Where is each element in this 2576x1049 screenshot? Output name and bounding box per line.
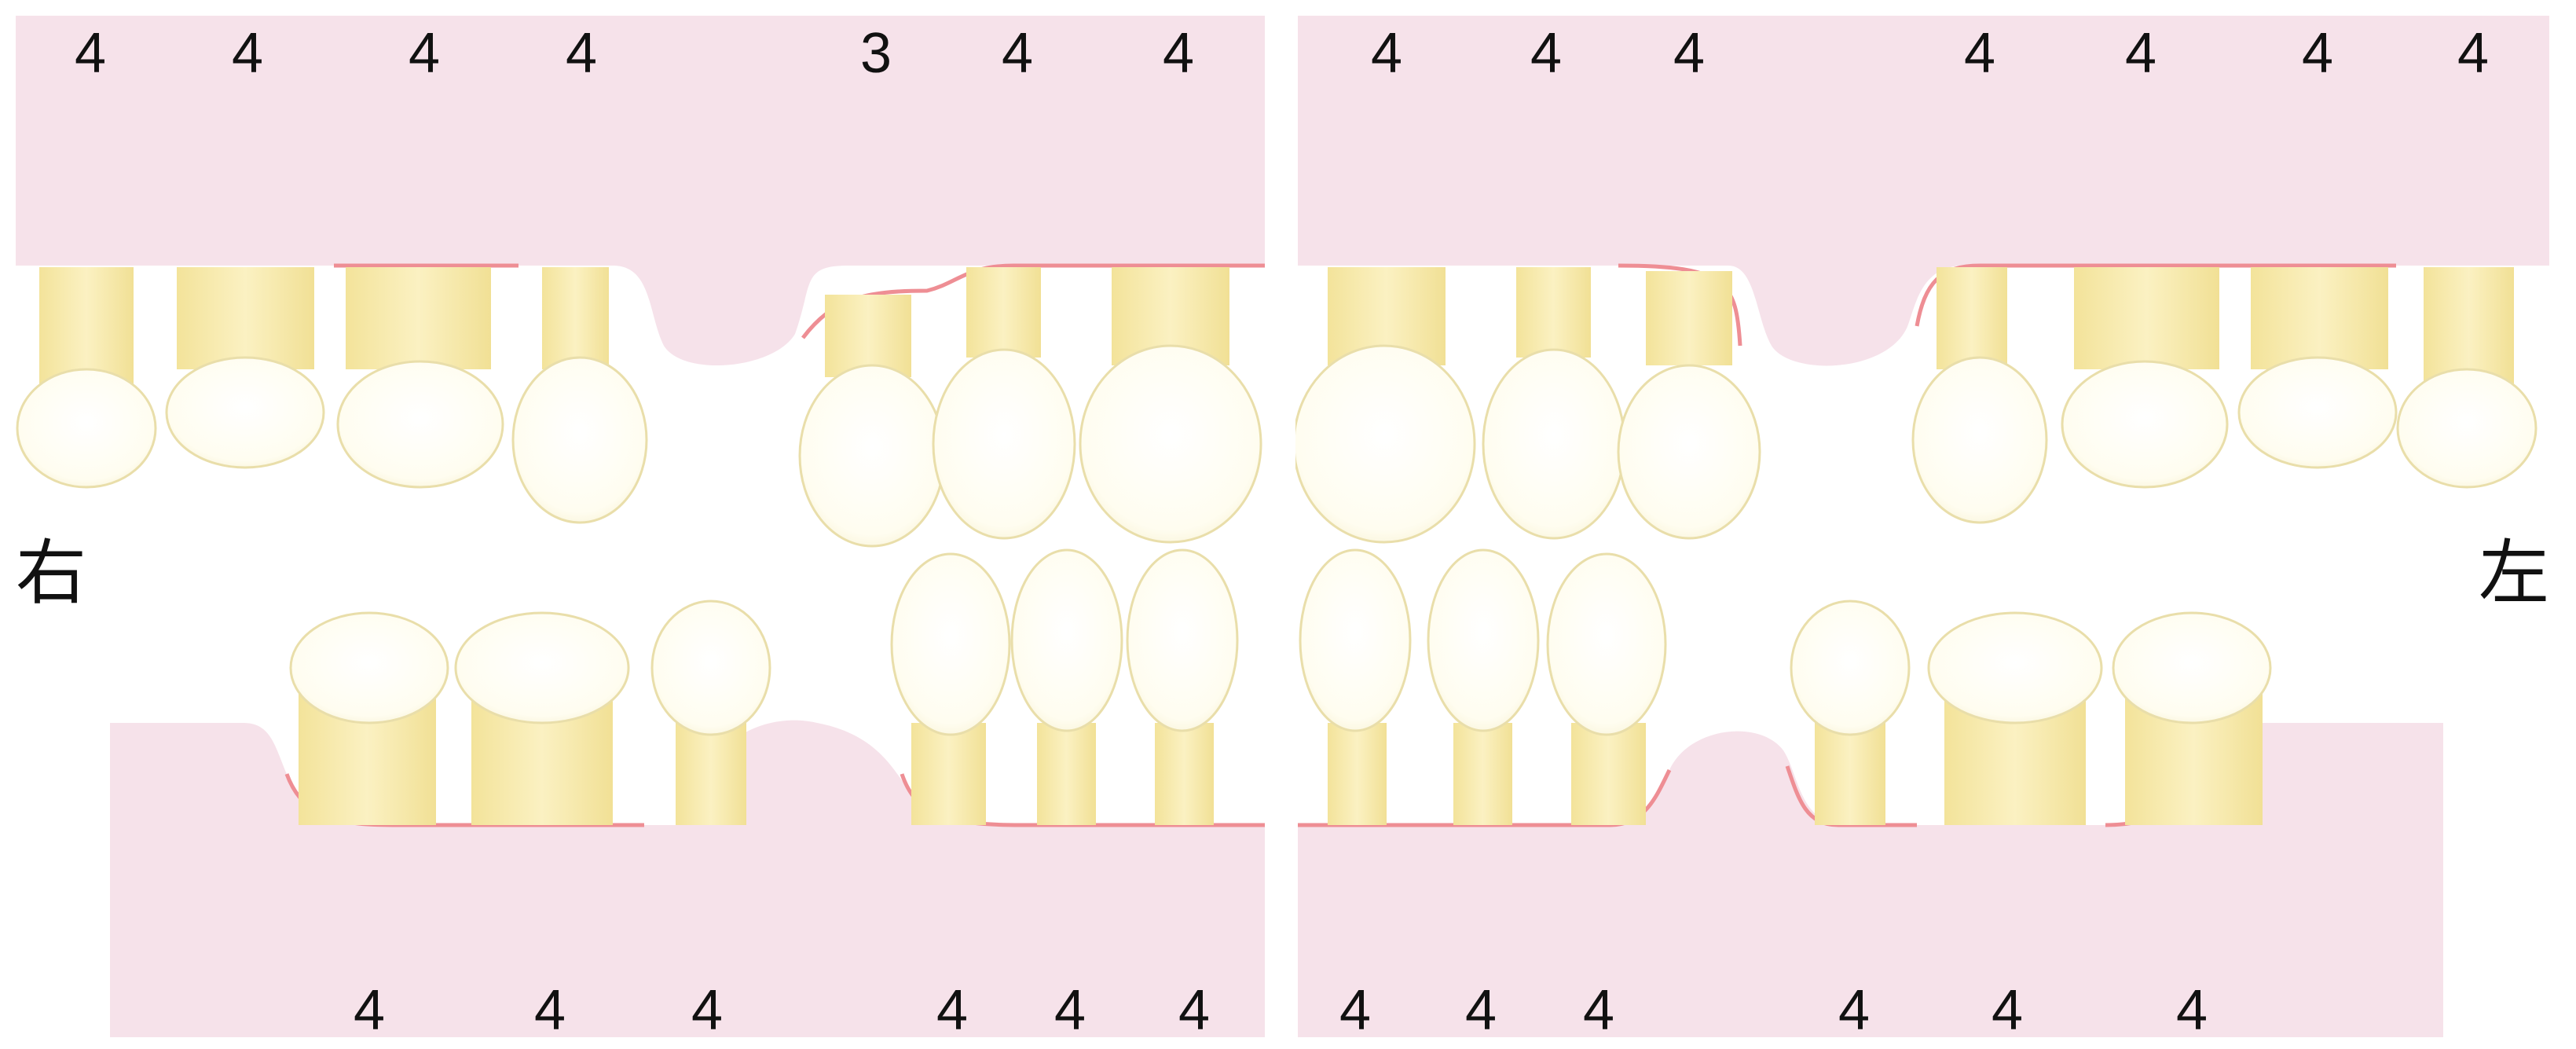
- tooth: [2062, 267, 2227, 487]
- tooth-count-label: 4: [2125, 22, 2156, 85]
- tooth-count-label: 4: [1964, 22, 1995, 85]
- tooth-count-label: 4: [1054, 979, 1086, 1042]
- tooth: [1294, 267, 1475, 542]
- tooth-count-label: 4: [1465, 979, 1497, 1042]
- tooth-count-label: 4: [1371, 22, 1402, 85]
- tooth-count-label: 4: [1673, 22, 1705, 85]
- tooth: [338, 267, 503, 487]
- tooth: [456, 613, 628, 825]
- tooth: [1080, 267, 1261, 542]
- tooth: [933, 267, 1075, 538]
- tooth-count-label: 4: [936, 979, 968, 1042]
- tooth-count-label: 4: [1178, 979, 1210, 1042]
- tooth-count-label: 4: [75, 22, 106, 85]
- tooth-count-label: 3: [860, 22, 892, 85]
- tooth: [291, 613, 448, 825]
- tooth-count-label: 4: [534, 979, 566, 1042]
- tooth: [1548, 554, 1665, 825]
- tooth: [2239, 267, 2396, 468]
- tooth: [1929, 613, 2101, 825]
- tooth: [1300, 550, 1410, 825]
- tooth: [2398, 267, 2536, 487]
- tooth: [1012, 550, 1122, 825]
- tooth: [17, 267, 156, 487]
- tooth-count-label: 4: [2457, 22, 2489, 85]
- tooth-count-label: 4: [1530, 22, 1562, 85]
- tooth: [2113, 613, 2270, 825]
- left-side-label: 左: [2479, 534, 2549, 613]
- tooth: [1791, 601, 1909, 825]
- tooth: [892, 554, 1010, 825]
- tooth-count-label: 4: [2176, 979, 2208, 1042]
- tooth-count-label: 4: [691, 979, 723, 1042]
- tooth-count-label: 4: [354, 979, 385, 1042]
- tooth: [1127, 550, 1237, 825]
- tooth: [167, 267, 324, 468]
- tooth-count-label: 4: [232, 22, 263, 85]
- tooth-count-label: 4: [409, 22, 440, 85]
- tooth: [1428, 550, 1538, 825]
- right-side-label: 右: [16, 534, 86, 613]
- tooth-count-label: 4: [566, 22, 597, 85]
- tooth-count-label: 4: [2302, 22, 2333, 85]
- tooth-count-label: 4: [1339, 979, 1371, 1042]
- tooth: [1483, 267, 1625, 538]
- tooth-count-label: 4: [1838, 979, 1870, 1042]
- tooth: [1913, 267, 2047, 523]
- tooth: [800, 295, 944, 546]
- tooth: [1618, 271, 1760, 538]
- tooth: [513, 267, 647, 523]
- tooth-count-label: 4: [1163, 22, 1194, 85]
- tooth-count-label: 4: [1992, 979, 2023, 1042]
- midline-divider: [1267, 0, 1295, 1049]
- tooth-count-label: 4: [1002, 22, 1033, 85]
- tooth-count-label: 4: [1583, 979, 1614, 1042]
